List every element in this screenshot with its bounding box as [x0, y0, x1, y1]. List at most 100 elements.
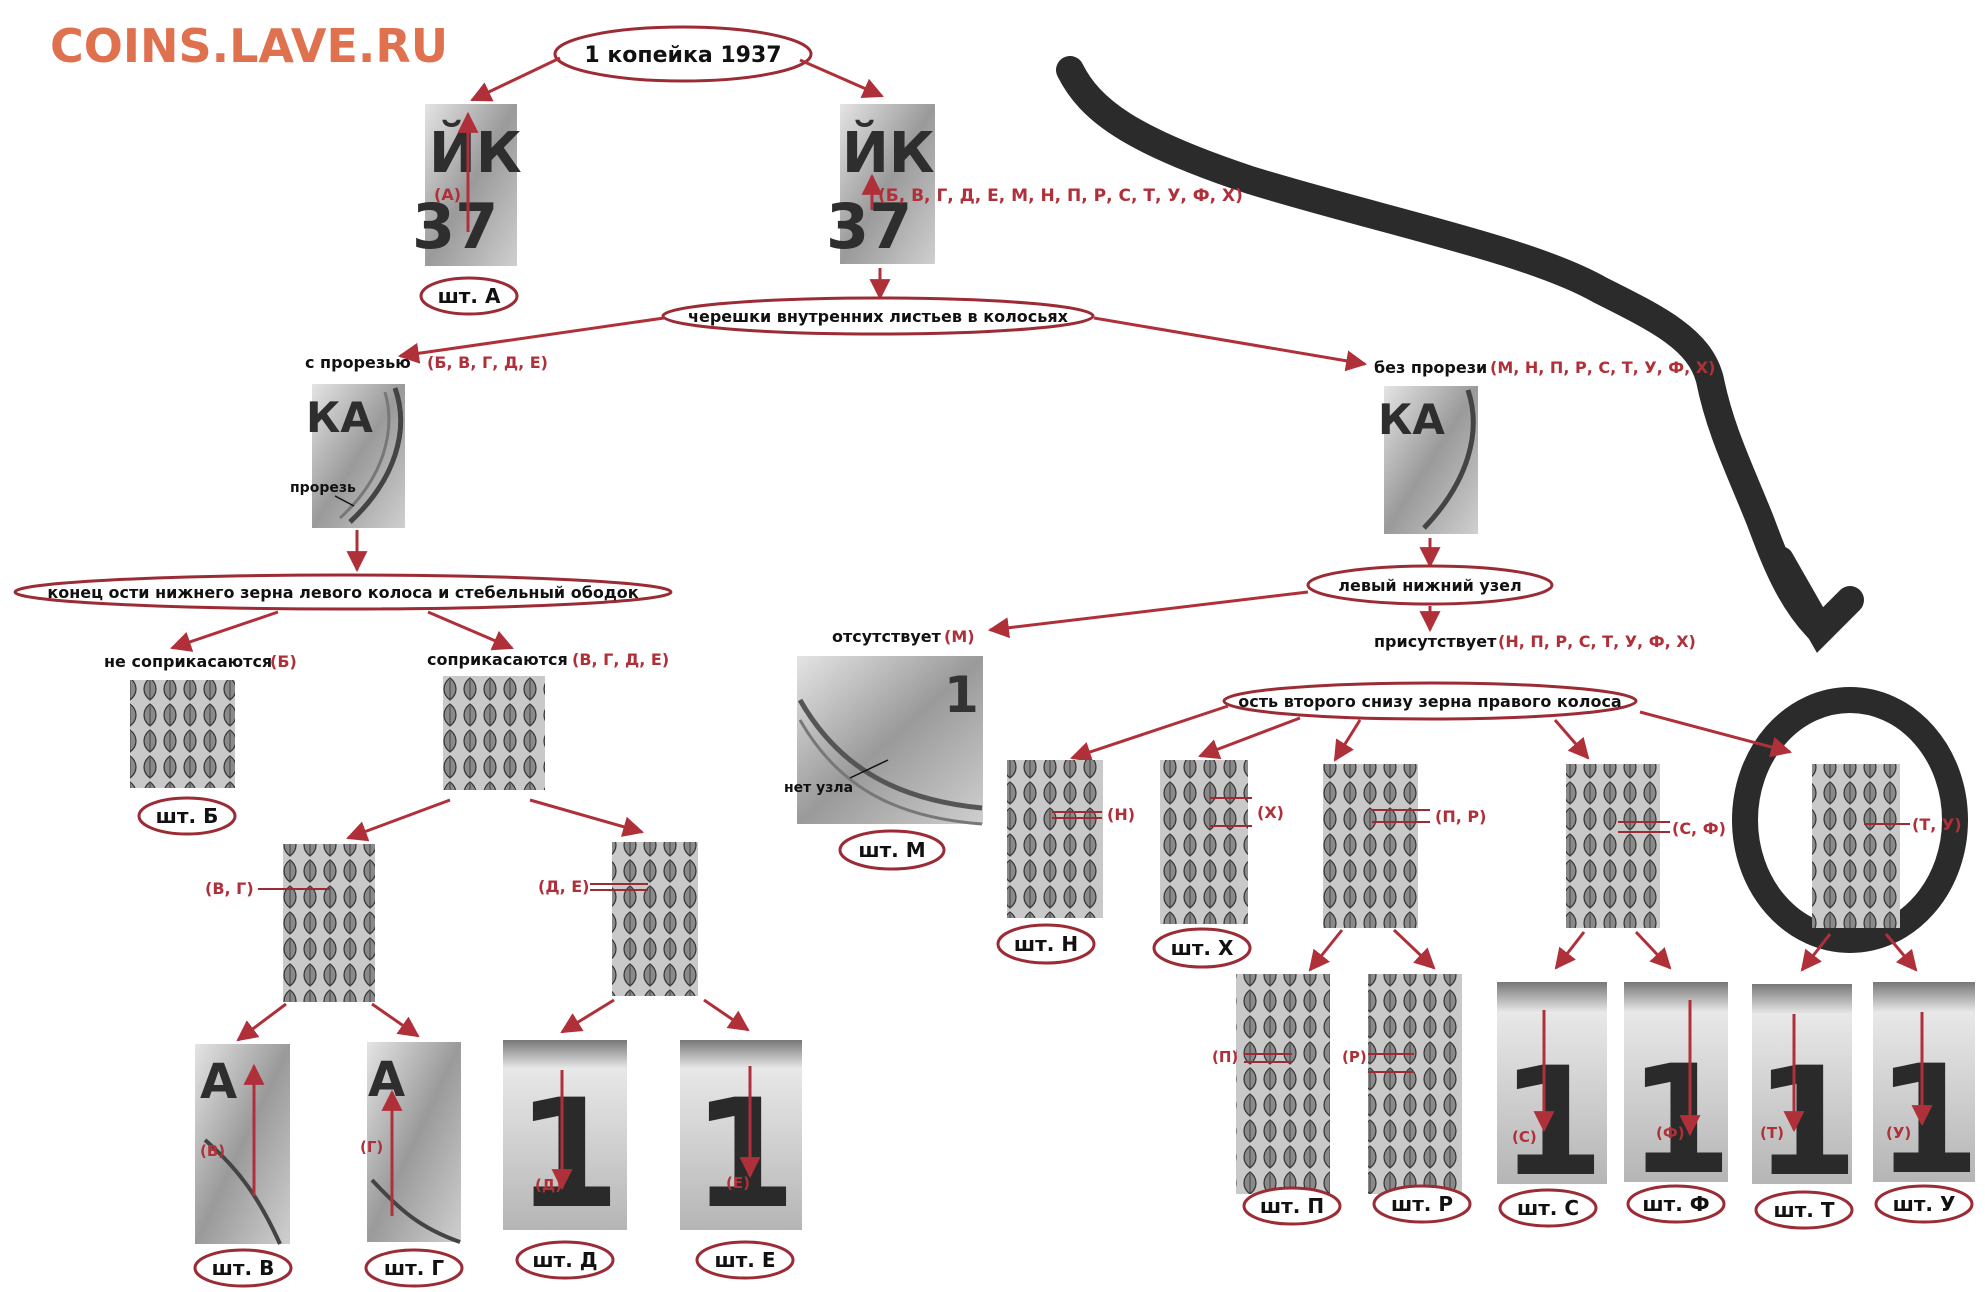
arrow: [1800, 933, 1832, 972]
arrow: [1333, 719, 1362, 762]
photo-e: 1 (Е): [680, 1040, 802, 1242]
q2-left-mark: (Б): [270, 652, 297, 671]
svg-text:1: 1: [944, 666, 979, 724]
root-oval: [553, 25, 813, 83]
q1-left-label: с прорезью: [305, 353, 411, 372]
photo-f: 1 (Ф): [1624, 982, 1732, 1208]
photo-h: [1160, 760, 1252, 924]
stamp-a-oval: [419, 276, 519, 316]
photo-slit: КА прорезь: [290, 384, 405, 528]
q3-text: левый нижний узел: [1338, 576, 1521, 595]
photo-p: [1236, 974, 1330, 1194]
mark-f: (Ф): [1656, 1124, 1685, 1142]
stamp-n-oval: [996, 923, 1096, 965]
photo-n: [1007, 760, 1103, 918]
stamp-r-oval: [1372, 1184, 1472, 1224]
arrow: [346, 798, 451, 842]
svg-text:КА: КА: [1378, 395, 1445, 444]
q2-left-label: не соприкасаются: [104, 652, 272, 671]
stamp-g-oval: [364, 1248, 464, 1288]
photo-g: А (Г): [360, 1042, 461, 1244]
arrow: [397, 316, 665, 364]
root-title: 1 копейка 1937: [584, 43, 781, 68]
mark-vg: (В, Г): [205, 879, 254, 898]
svg-text:А: А: [200, 1054, 237, 1110]
mark-u: (У): [1886, 1124, 1911, 1142]
stamp-d-oval: [515, 1240, 615, 1280]
stamp-f-oval: [1626, 1184, 1726, 1224]
stamp-p: шт. П: [1260, 1194, 1324, 1218]
photo-pr: [1323, 764, 1430, 928]
stamp-e: шт. Е: [714, 1248, 775, 1272]
svg-text:А: А: [368, 1052, 405, 1108]
stamp-v: шт. В: [212, 1256, 275, 1280]
photo-top-a: ЙК 37 (А): [412, 104, 522, 266]
arrow: [1198, 716, 1301, 760]
stamp-b: шт. Б: [156, 804, 219, 828]
q3-right-label: присутствует: [1374, 632, 1497, 651]
svg-text:ЙК: ЙК: [429, 120, 522, 186]
photo-v: А (В): [195, 1044, 290, 1245]
q1-text: черешки внутренних листьев в колосьях: [688, 307, 1069, 326]
arrow: [1634, 930, 1672, 970]
photo-m: 1 нет узла: [784, 656, 983, 826]
arrow: [987, 590, 1309, 639]
q3-oval: [1306, 564, 1554, 606]
svg-text:37: 37: [826, 190, 912, 263]
stamp-p-oval: [1242, 1186, 1342, 1226]
mark-v: (В): [200, 1142, 225, 1160]
q4-text: ость второго снизу зерна правого колоса: [1238, 692, 1621, 711]
q1-right-mark: (М, Н, П, Р, С, Т, У, Ф, Х): [1490, 358, 1715, 377]
arrow: [1639, 710, 1793, 758]
stamp-u-oval: [1874, 1184, 1974, 1224]
arrow: [703, 998, 750, 1032]
arrow: [470, 56, 561, 102]
q3-left-label: отсутствует: [832, 627, 942, 646]
stamp-f: шт. Ф: [1642, 1192, 1709, 1216]
stamp-r: шт. Р: [1391, 1192, 1453, 1216]
mark-tu: (Т, У): [1912, 815, 1962, 834]
stamp-u: шт. У: [1893, 1192, 1956, 1216]
stamp-b-oval: [137, 796, 237, 836]
mark-s: (С): [1512, 1128, 1537, 1146]
arrow: [1392, 928, 1436, 970]
photo-s: 1 (С): [1497, 982, 1607, 1210]
stamp-d: шт. Д: [532, 1248, 597, 1272]
arrow: [799, 58, 884, 99]
arrow: [1553, 719, 1590, 760]
svg-text:1: 1: [692, 1068, 796, 1242]
photo-de: [590, 842, 698, 996]
slit-note: прорезь: [290, 480, 356, 496]
marker-annotation: [1056, 56, 1968, 953]
stamp-h: шт. Х: [1171, 936, 1234, 960]
arrow: [1308, 929, 1344, 972]
site-logo: COINS.LAVE.RU: [50, 19, 448, 73]
photo-noslit: КА: [1378, 386, 1478, 534]
mark-sf: (С, Ф): [1672, 819, 1726, 838]
stamp-e-oval: [695, 1240, 795, 1280]
arrow: [170, 610, 279, 652]
photo-r: [1368, 974, 1462, 1194]
svg-text:1: 1: [1754, 1036, 1858, 1210]
photo-sf: [1566, 764, 1670, 928]
stamp-t-oval: [1754, 1190, 1854, 1230]
arrow: [1093, 316, 1368, 372]
arrow: [427, 610, 514, 651]
q1-right-label: без прорези: [1374, 358, 1487, 377]
stamp-v-oval: [193, 1248, 293, 1288]
stamp-m: шт. М: [858, 838, 925, 862]
photo-tu: [1812, 764, 1910, 928]
q1-left-mark: (Б, В, Г, Д, Е): [427, 353, 548, 372]
stamp-m-oval: [838, 829, 946, 871]
mark-d: (Д): [535, 1176, 562, 1194]
arrow: [1070, 704, 1229, 762]
arrow: [236, 1002, 287, 1042]
svg-text:37: 37: [412, 190, 498, 263]
stamp-s: шт. С: [1517, 1196, 1579, 1220]
q3-left-mark: (М): [944, 627, 975, 646]
svg-text:1: 1: [516, 1068, 620, 1242]
stamp-s-oval: [1498, 1188, 1598, 1228]
q4-oval: [1222, 681, 1638, 721]
stamp-n: шт. Н: [1014, 932, 1078, 956]
